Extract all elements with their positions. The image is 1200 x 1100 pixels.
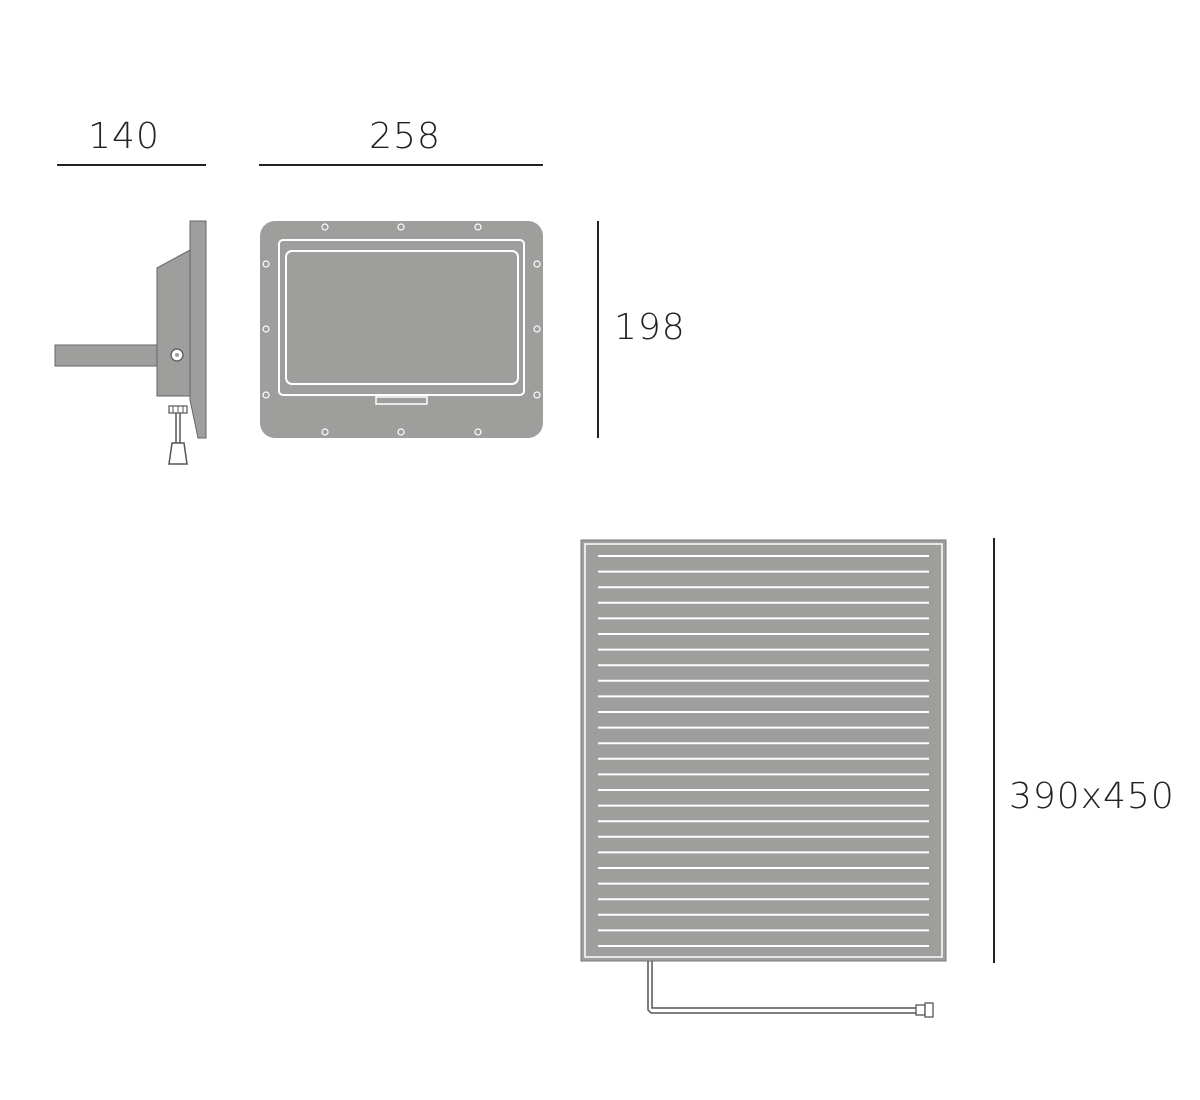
solar-panel-cable: [647, 961, 916, 1014]
dimension-width: 258: [259, 116, 543, 166]
dimension-height: 198: [597, 221, 686, 438]
dimension-depth-label: 140: [88, 116, 160, 157]
solar-panel-body: [580, 539, 947, 962]
side-view: [54, 220, 207, 465]
dimension-height-label: 198: [614, 307, 686, 348]
solar-panel: [580, 539, 947, 1018]
side-view-pivot-center: [175, 353, 179, 357]
solar-panel-connector-cap: [924, 1002, 934, 1018]
solar-panel-frame-outline: [584, 543, 943, 958]
solar-panel-connector: [915, 1004, 926, 1016]
solar-panel-slats: [598, 555, 929, 947]
front-view: [260, 221, 543, 438]
front-view-bottom-tab: [375, 396, 428, 405]
front-view-glass-outline: [285, 250, 519, 385]
dimension-panel-label: 390x450: [1009, 776, 1175, 817]
dimension-width-label: 258: [369, 116, 441, 157]
side-view-heatsink: [156, 249, 191, 397]
side-view-front-frame: [189, 220, 207, 439]
dimension-panel: 390x450: [993, 538, 1175, 963]
front-view-housing: [260, 221, 543, 438]
front-view-screws: [262, 223, 541, 436]
dimension-depth: 140: [57, 116, 206, 166]
side-view-plug: [168, 442, 188, 465]
front-view-frame-outline: [278, 239, 525, 396]
